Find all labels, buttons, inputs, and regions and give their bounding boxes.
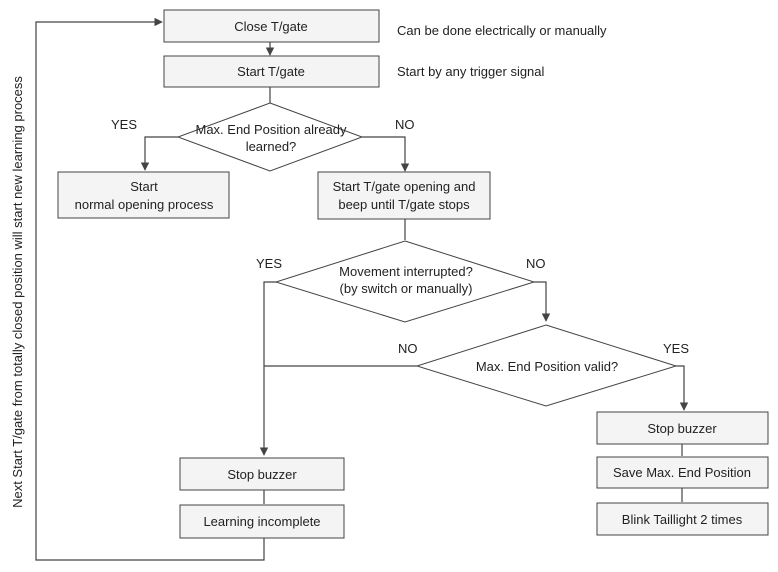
decision-max-end-learned-line1: Max. End Position already [195, 122, 347, 137]
label-no-decision2: NO [526, 256, 546, 271]
box-start-opening: Start T/gate opening and beep until T/ga… [317, 171, 491, 220]
box-start-tgate-label: Start T/gate [237, 64, 305, 79]
box-learning-incomplete: Learning incomplete [179, 504, 345, 539]
label-no-decision3: NO [398, 341, 418, 356]
arrow-decision3-yes [676, 365, 689, 411]
box-save-max-end: Save Max. End Position [596, 456, 769, 489]
box-start-opening-line1: Start T/gate opening and [333, 179, 476, 194]
box-stop-buzzer-right: Stop buzzer [596, 411, 769, 445]
note-close-tgate: Can be done electrically or manually [397, 23, 607, 38]
label-no-decision1: NO [395, 117, 415, 132]
label-yes-decision1: YES [111, 117, 137, 132]
decision-max-end-learned-line2: learned? [246, 139, 297, 154]
side-label-new-learning: Next Start T/gate from totally closed po… [10, 76, 25, 508]
decision-max-end-valid-label: Max. End Position valid? [476, 359, 618, 374]
box-start-opening-line2: beep until T/gate stops [338, 197, 470, 212]
box-close-tgate: Close T/gate [163, 9, 380, 43]
arrow-decision2-no [534, 281, 551, 322]
connectors [35, 17, 689, 561]
arrow-decision1-no [362, 136, 410, 172]
box-stop-buzzer-left: Stop buzzer [179, 457, 345, 491]
box-start-normal: Start normal opening process [57, 171, 230, 219]
box-save-max-end-label: Save Max. End Position [613, 465, 751, 480]
box-close-tgate-label: Close T/gate [234, 19, 307, 34]
note-start-tgate: Start by any trigger signal [397, 64, 545, 79]
decision-max-end-learned: Max. End Position already learned? [176, 102, 364, 172]
label-yes-decision3: YES [663, 341, 689, 356]
box-learning-incomplete-label: Learning incomplete [203, 514, 320, 529]
box-stop-buzzer-left-label: Stop buzzer [227, 467, 297, 482]
arrow-loop-back [35, 17, 265, 561]
arrow-decision1-yes [140, 136, 178, 171]
decision-movement-interrupted: Movement interrupted? (by switch or manu… [274, 240, 536, 323]
box-blink-taillight: Blink Taillight 2 times [596, 502, 769, 536]
arrow-decision2-yes [259, 281, 276, 456]
box-start-normal-line1: Start [130, 179, 158, 194]
box-stop-buzzer-right-label: Stop buzzer [647, 421, 717, 436]
box-start-normal-line2: normal opening process [75, 197, 214, 212]
box-blink-taillight-label: Blink Taillight 2 times [622, 512, 743, 527]
label-yes-decision2: YES [256, 256, 282, 271]
decision-movement-interrupted-line1: Movement interrupted? [339, 264, 473, 279]
decision-movement-interrupted-line2: (by switch or manually) [340, 281, 473, 296]
box-start-tgate: Start T/gate [163, 55, 380, 88]
decision-max-end-valid: Max. End Position valid? [415, 324, 678, 407]
